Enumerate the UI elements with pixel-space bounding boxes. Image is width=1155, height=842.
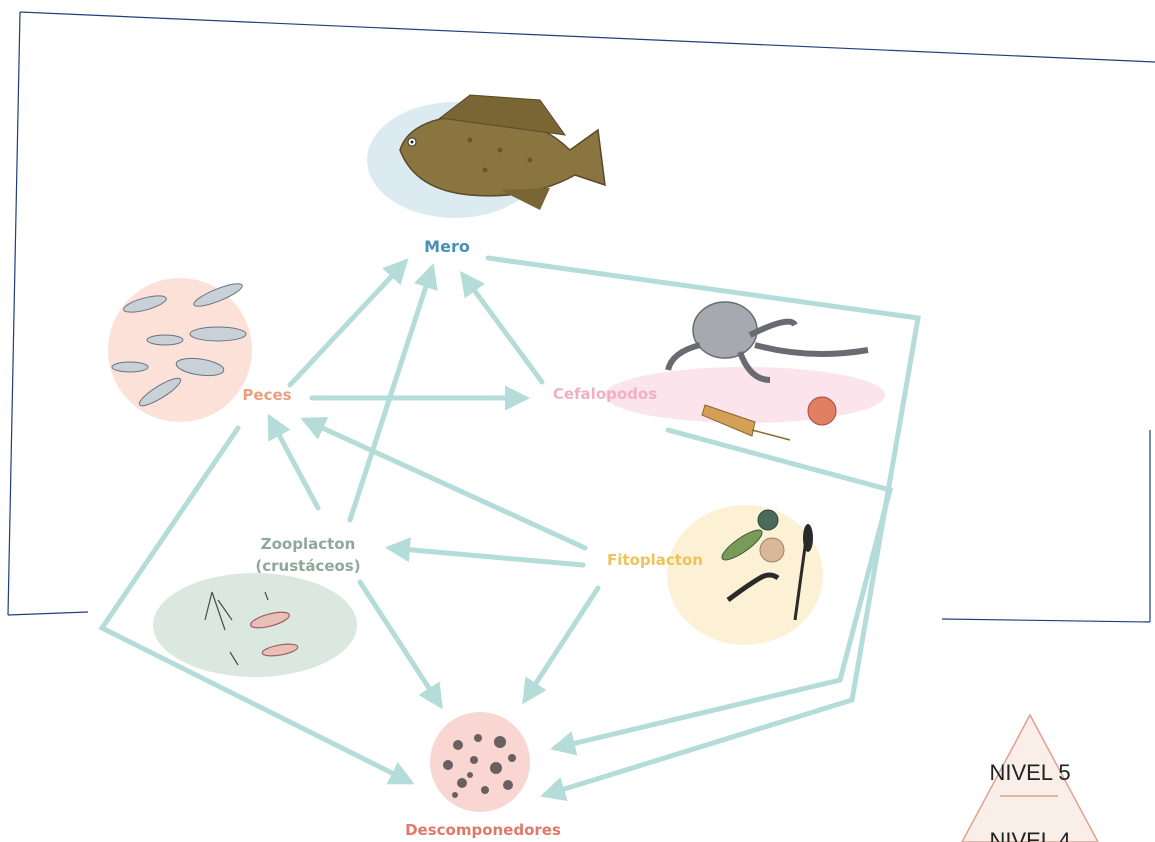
fitoplacton-label: Fitoplacton [607, 551, 703, 569]
fitoplacton-blob [667, 505, 823, 645]
arrow-cefalopodos-to-mero [463, 275, 542, 382]
cefalopodos-label: Cefalopodos [553, 385, 657, 403]
arrow-fito-to-zoo [390, 548, 583, 565]
arrow-zoo-to-peces [270, 418, 318, 508]
mero-label: Mero [424, 237, 470, 256]
arrow-zoo-to-desc [360, 582, 440, 705]
shrimp-illustration [808, 397, 836, 425]
pyramid-level-4: NIVEL 4 [989, 828, 1070, 842]
peces-label: Peces [242, 386, 291, 404]
arrow-fito-to-desc [525, 588, 598, 700]
trophic-pyramid: NIVEL 5 NIVEL 4 [962, 715, 1098, 842]
pyramid-level-5: NIVEL 5 [989, 760, 1070, 785]
peces-blob [108, 278, 252, 422]
arrow-fito-to-peces [305, 420, 585, 548]
zooplacton-sublabel: (crustáceos) [255, 557, 360, 575]
zooplacton-label: Zooplacton [261, 535, 356, 553]
arrow-peces-to-mero [290, 262, 405, 385]
descomponedores-label: Descomponedores [405, 821, 561, 839]
